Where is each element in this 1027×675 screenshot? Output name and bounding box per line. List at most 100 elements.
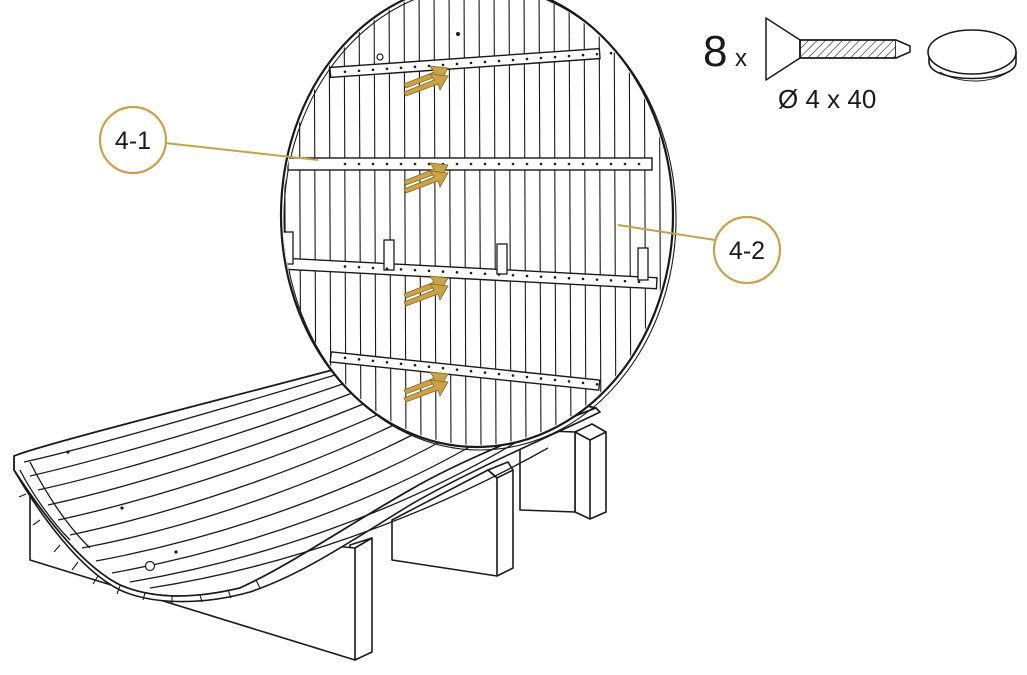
batten-bottom [329,351,601,391]
batten-screw-dot [623,385,627,389]
countersunk-screw-icon [765,17,911,81]
double-arrow-icon [403,65,449,97]
batten-screw-dot [609,279,613,282]
batten-screw-dot [497,59,501,63]
batten-screw-dot [525,375,529,379]
batten-screw-dot [399,362,403,366]
batten-screw-dot [525,274,529,278]
batten-screw-dot [595,278,599,281]
batten-screw-dot [539,275,543,279]
batten-screw-dot [553,162,557,166]
batten-screw-dot [385,267,389,270]
screw-spec-label: Ø 4 x 40 [778,84,876,114]
backrest-disc [279,0,677,451]
hardware-times-sign: x [735,45,747,72]
batten-screw-dot [609,162,613,166]
batten-screw-dot [623,162,627,166]
batten-top [329,47,601,79]
batten-screw-dot [427,269,431,273]
batten-screw-dot [483,162,487,166]
backrest-slat-line [343,0,347,445]
backrest-slat-line [358,0,362,445]
batten-screw-dot [497,273,501,276]
batten-screw-dot [413,363,417,367]
seat-slats [19,371,549,589]
batten-screw-dot [385,162,389,166]
hardware-quantity: 8 [703,27,727,76]
cover-cap-icon [927,29,1017,82]
batten-screw-dot [637,387,641,391]
batten-screw-dot [553,378,557,382]
batten-screw-dot [399,268,403,271]
batten-screw-dot [539,162,543,166]
batten-screw-dot [343,265,347,268]
batten-screw-dot [385,360,389,364]
hardware-legend: 8 x Ø 4 x 40 [703,17,1017,114]
batten-screw-dot [595,52,599,56]
batten-screw-dot [399,162,403,166]
batten-screw-dot [385,67,389,71]
batten-screw-dot [343,356,347,360]
batten-screw-dot [637,280,641,284]
batten-screw-dot [427,365,431,368]
batten-screw-dot [455,162,459,166]
batten-screw-dot [497,372,501,376]
batten-screw-dot [469,271,473,275]
batten-screw-dot [511,58,515,62]
callout-label-4-1: 4-1 [115,127,151,155]
batten-screw-dot [511,273,515,277]
batten-screw-dot [343,162,347,166]
batten-screw-dot [455,368,459,371]
batten-screw-dot [371,359,375,363]
batten-screw-dot [525,162,529,166]
batten-screw-dot [413,65,417,69]
screw-arrows [403,65,449,403]
batten-screw-dot [441,270,445,273]
backrest-slat-line [388,0,392,445]
support-stand-middle [391,461,514,577]
batten-screw-dot [427,162,431,166]
callout-4-1: 4-1 [98,105,319,175]
backrest-slat-line [613,0,617,445]
backrest-slat-line [403,0,407,445]
batten-screw-dot [581,162,585,166]
batten-screw-dot [539,377,543,380]
batten-screw-dot [413,268,417,272]
batten-screw-dot [343,70,347,74]
batten-screw-dot [525,57,529,61]
batten-screw-dot [637,49,641,53]
batten-screw-dot [567,276,571,280]
batten-screw-dot [553,276,557,279]
batten-screw-dot [483,371,487,374]
batten-screw-dot [399,66,403,70]
batten-screw-dot [567,162,571,166]
batten-screw-dot [469,162,473,166]
batten-screw-dot [413,162,417,166]
batten-screw-dot [511,162,515,166]
batten-screw-dot [497,162,501,166]
double-arrow-icon [403,162,449,194]
batten-screw-dot [567,54,571,58]
batten-screw-dot [609,51,613,55]
batten-screw-dot [553,55,557,59]
batten-screw-dot [511,374,515,377]
backrest-slat-line [373,0,377,445]
batten-screw-dot [581,381,585,385]
batten-screw-dot [581,53,585,57]
batten-screw-dot [623,279,627,283]
batten-screw-dot [483,272,487,276]
batten-screw-dot [455,62,459,66]
batten-screw-dot [357,265,361,269]
batten-screw-dot [357,69,361,73]
double-arrow-icon [403,371,449,403]
batten-screw-dot [469,369,473,373]
callout-label-4-2: 4-2 [729,237,765,265]
batten-screw-dot [371,68,375,72]
backrest-brackets [283,231,649,281]
double-arrow-icon [403,275,449,307]
batten-screw-dot [441,366,445,370]
batten-screw-dot [455,271,459,274]
batten-screw-dot [427,64,431,68]
batten-screw-dot [357,358,361,361]
